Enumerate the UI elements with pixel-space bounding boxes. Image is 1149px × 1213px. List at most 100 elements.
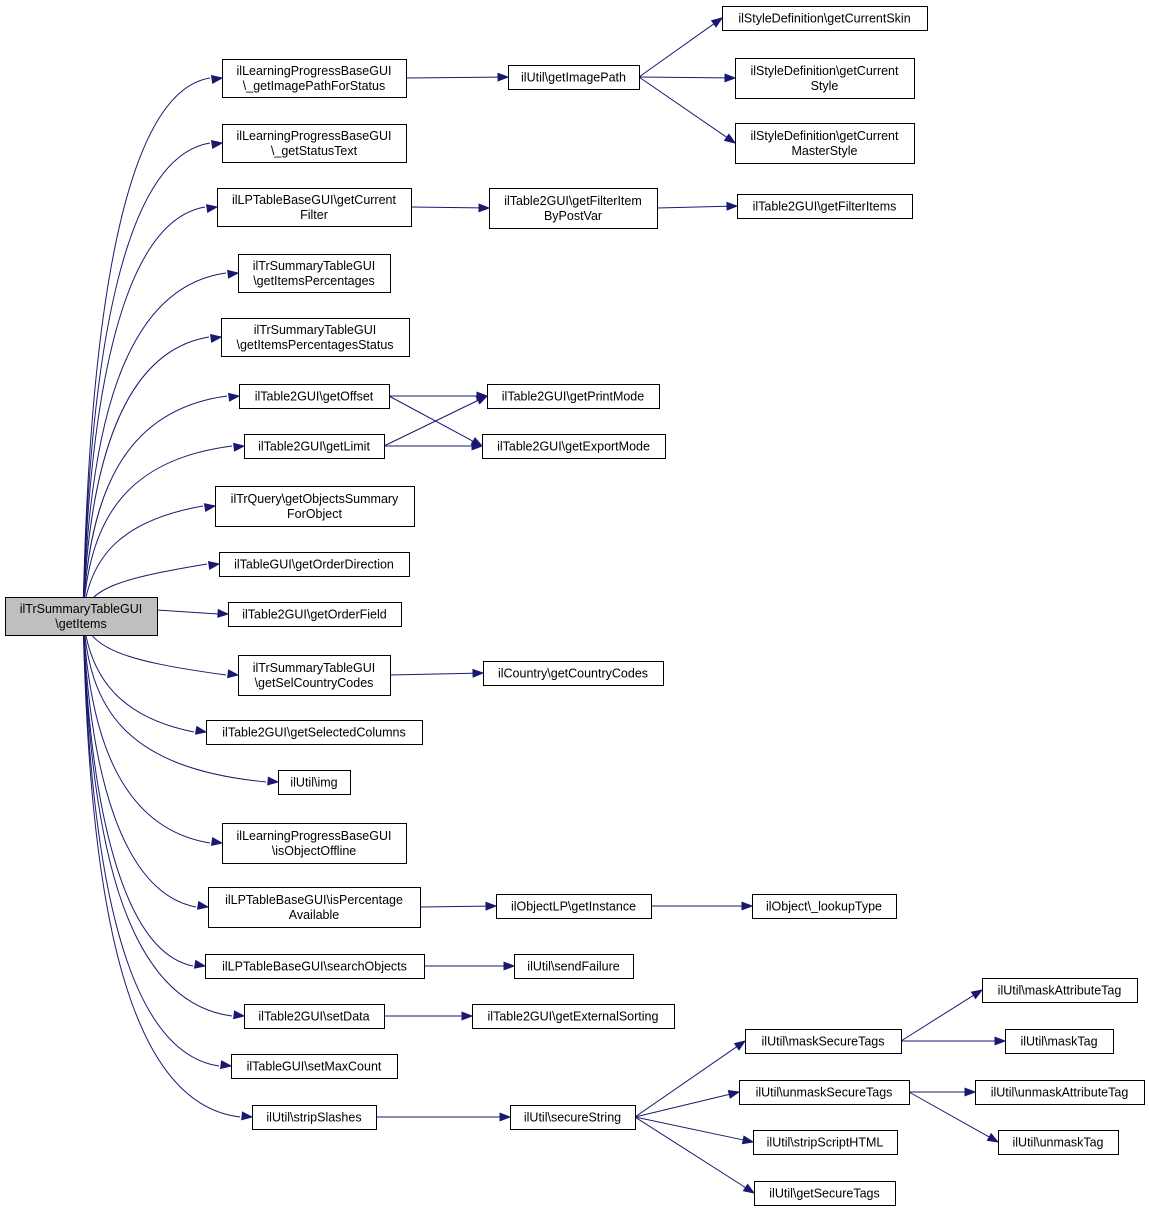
call-edge-n15-m6	[419, 901, 498, 911]
node-box	[239, 384, 390, 409]
node-label: Filter	[300, 208, 328, 222]
function-node-m4[interactable]: ilTable2GUI\getExportMode	[482, 434, 666, 459]
node-box	[508, 65, 640, 90]
function-node-s3[interactable]: ilUtil\unmaskAttributeTag	[975, 1080, 1145, 1105]
call-edge-r6-s2	[901, 1036, 1007, 1046]
function-node-r5[interactable]: ilObject\_lookupType	[752, 894, 897, 919]
node-box	[252, 1105, 377, 1130]
node-label: ilLearningProgressBaseGUI	[237, 829, 392, 843]
function-node-m3[interactable]: ilTable2GUI\getPrintMode	[487, 384, 660, 409]
edge-arrowhead	[710, 17, 724, 28]
call-edge-root-n12	[82, 615, 208, 735]
function-node-m9[interactable]: ilUtil\secureString	[510, 1105, 636, 1130]
function-node-n12[interactable]: ilTable2GUI\getSelectedColumns	[206, 720, 423, 745]
function-node-m5[interactable]: ilCountry\getCountryCodes	[483, 661, 664, 686]
function-node-r8[interactable]: ilUtil\stripScriptHTML	[753, 1130, 898, 1155]
edge-arrowhead	[726, 201, 739, 211]
function-node-s4[interactable]: ilUtil\unmaskTag	[998, 1130, 1119, 1155]
function-node-m6[interactable]: ilObjectLP\getInstance	[496, 894, 652, 919]
node-box	[745, 1029, 902, 1054]
function-node-n18[interactable]: ilTableGUI\setMaxCount	[231, 1054, 398, 1079]
node-label: ilUtil\maskTag	[1020, 1035, 1097, 1049]
node-label: ilObject\_lookupType	[766, 900, 882, 914]
node-box	[208, 887, 421, 928]
node-label: \getItemsPercentagesStatus	[236, 338, 393, 352]
function-node-r1[interactable]: ilStyleDefinition\getCurrentSkin	[722, 6, 928, 31]
node-box	[244, 434, 385, 459]
function-node-n11[interactable]: ilTrSummaryTableGUI\getSelCountryCodes	[238, 655, 391, 696]
call-edge-root-n8	[82, 503, 217, 617]
node-box	[735, 123, 915, 164]
call-edge-root-n1	[82, 74, 224, 617]
function-node-root[interactable]: ilTrSummaryTableGUI\getItems	[5, 597, 158, 636]
function-node-n1[interactable]: ilLearningProgressBaseGUI\_getImagePathF…	[222, 59, 407, 98]
node-label: ilTrSummaryTableGUI	[254, 323, 376, 337]
node-label: ilUtil\maskAttributeTag	[998, 984, 1122, 998]
node-label: ilTable2GUI\getSelectedColumns	[222, 726, 405, 740]
node-label: ilUtil\sendFailure	[527, 960, 619, 974]
function-node-n14[interactable]: ilLearningProgressBaseGUI\isObjectOfflin…	[222, 823, 407, 864]
node-box	[5, 597, 158, 636]
edge-line	[634, 1116, 746, 1189]
function-node-r7[interactable]: ilUtil\unmaskSecureTags	[739, 1080, 910, 1105]
function-node-n19[interactable]: ilUtil\stripSlashes	[252, 1105, 377, 1130]
edge-arrowhead	[193, 959, 207, 969]
edge-arrowhead	[217, 608, 230, 618]
node-box	[739, 1080, 910, 1105]
edge-line	[419, 905, 487, 908]
edge-line	[405, 76, 499, 79]
edge-arrowhead	[497, 72, 510, 82]
node-box	[221, 318, 410, 357]
edge-arrowhead	[210, 74, 224, 84]
function-node-r9[interactable]: ilUtil\getSecureTags	[754, 1181, 896, 1206]
function-node-r6[interactable]: ilUtil\maskSecureTags	[745, 1029, 902, 1054]
function-node-n7[interactable]: ilTable2GUI\getLimit	[244, 434, 385, 459]
call-edge-root-n10	[156, 608, 230, 618]
function-node-n5[interactable]: ilTrSummaryTableGUI\getItemsPercentagesS…	[221, 318, 410, 357]
call-edge-root-n3	[82, 204, 219, 617]
node-label: ilTable2GUI\getExportMode	[497, 440, 650, 454]
node-label: \_getImagePathForStatus	[243, 79, 385, 93]
function-node-n2[interactable]: ilLearningProgressBaseGUI\_getStatusText	[222, 124, 407, 163]
node-box	[206, 720, 423, 745]
function-node-s2[interactable]: ilUtil\maskTag	[1005, 1029, 1114, 1054]
node-box	[754, 1181, 896, 1206]
node-label: \getItemsPercentages	[253, 274, 375, 288]
function-node-m8[interactable]: ilTable2GUI\getExternalSorting	[472, 1004, 675, 1029]
function-node-n4[interactable]: ilTrSummaryTableGUI\getItemsPercentages	[238, 254, 391, 293]
function-node-n13[interactable]: ilUtil\img	[278, 770, 351, 795]
function-node-n17[interactable]: ilTable2GUI\setData	[244, 1004, 385, 1029]
node-label: ilTable2GUI\getExternalSorting	[488, 1010, 659, 1024]
call-edge-root-n5	[82, 334, 223, 617]
node-label: ilTrSummaryTableGUI	[20, 602, 142, 616]
node-label: ilTableGUI\getOrderDirection	[234, 558, 394, 572]
edge-line	[908, 1091, 990, 1138]
call-edge-n3-m2	[410, 203, 491, 213]
edge-line	[82, 615, 241, 1118]
edge-line	[82, 395, 228, 617]
function-node-n16[interactable]: ilLPTableBaseGUI\searchObjects	[205, 954, 425, 979]
function-node-n6[interactable]: ilTable2GUI\getOffset	[239, 384, 390, 409]
node-label: Available	[289, 908, 340, 922]
function-node-m7[interactable]: ilUtil\sendFailure	[514, 954, 634, 979]
node-box	[1005, 1029, 1114, 1054]
function-node-r4[interactable]: ilTable2GUI\getFilterItems	[737, 194, 913, 219]
edge-arrowhead	[733, 1040, 747, 1051]
function-node-m1[interactable]: ilUtil\getImagePath	[508, 65, 640, 90]
node-box	[514, 954, 634, 979]
call-nodes: ilTrSummaryTableGUI\getItems ilLearningPr…	[5, 6, 1145, 1206]
edge-line	[638, 76, 728, 138]
node-label: ilUtil\maskSecureTags	[762, 1035, 885, 1049]
function-node-s1[interactable]: ilUtil\maskAttributeTag	[982, 978, 1138, 1003]
node-label: ilObjectLP\getInstance	[511, 900, 636, 914]
function-node-n10[interactable]: ilTable2GUI\getOrderField	[228, 602, 402, 627]
function-node-n9[interactable]: ilTableGUI\getOrderDirection	[219, 552, 410, 577]
edge-arrowhead	[209, 334, 223, 343]
node-label: ilLPTableBaseGUI\searchObjects	[222, 960, 407, 974]
